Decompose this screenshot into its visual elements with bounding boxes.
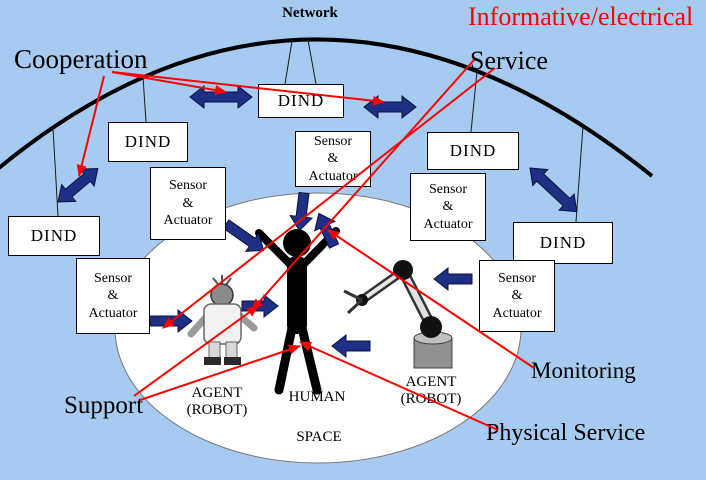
actuator-label: Actuator (88, 305, 138, 321)
amp-label: & (182, 195, 194, 211)
robot-head (210, 283, 234, 307)
sensor-label: Sensor (168, 178, 208, 194)
agent-right-line1: AGENT (405, 374, 457, 390)
agent-right-line2: (ROBOT) (400, 391, 462, 407)
amp-label: & (442, 199, 454, 215)
monitoring-label: Monitoring (531, 358, 636, 383)
support-label: Support (64, 392, 144, 419)
space-label: SPACE (296, 429, 342, 445)
sensor-label: Sensor (428, 181, 468, 197)
dind-node-center: DIND (258, 84, 344, 118)
arrow-dind-center-right (363, 94, 417, 120)
agent-left-line1: AGENT (191, 385, 243, 401)
connector-line (470, 70, 478, 133)
robot-leg (225, 341, 238, 360)
dind-label: DIND (449, 141, 497, 160)
dind-label: DIND (277, 91, 325, 110)
robot-foot (204, 357, 221, 365)
dind-node-far-right: DIND (513, 222, 613, 264)
sensor-actuator-node-center: Sensor & Actuator (295, 131, 371, 187)
robot-arm-joint (393, 260, 413, 280)
dind-node-far-left: DIND (8, 216, 100, 256)
dind-label: DIND (30, 226, 78, 245)
amp-label: & (327, 151, 339, 167)
actuator-label: Actuator (308, 168, 358, 184)
dind-node-left: DIND (108, 122, 188, 162)
connector-line (52, 127, 59, 217)
actuator-label: Actuator (492, 305, 542, 321)
human-label: HUMAN (288, 389, 346, 405)
cooperation-label: Cooperation (14, 44, 148, 74)
arrow-dind-right-farright (529, 167, 578, 213)
agent-left-line2: (ROBOT) (186, 402, 248, 418)
robot-foot (224, 357, 241, 365)
sensor-actuator-node-far-left: Sensor & Actuator (76, 258, 150, 334)
sensor-actuator-node-right: Sensor & Actuator (410, 173, 486, 241)
connector-line (284, 40, 293, 85)
connector-line (142, 76, 147, 123)
human-head (283, 229, 311, 257)
dind-label: DIND (124, 132, 172, 151)
service-label: Service (470, 46, 548, 75)
actuator-label: Actuator (163, 213, 213, 229)
connector-line (575, 125, 584, 223)
sensor-label: Sensor (497, 270, 537, 286)
sensor-label: Sensor (93, 270, 133, 286)
agent-right-label: AGENT (ROBOT) (390, 374, 472, 408)
amp-label: & (511, 288, 523, 304)
amp-label: & (107, 288, 119, 304)
sensor-actuator-node-far-right: Sensor & Actuator (479, 260, 555, 332)
physical-service-label: Physical Service (486, 420, 646, 446)
informative-electrical-label: Informative/electrical (468, 2, 694, 31)
robot-leg (208, 341, 221, 360)
dind-node-right: DIND (427, 132, 519, 170)
robot-arm-joint (420, 316, 442, 338)
arrow-dind-farleft-left (57, 168, 99, 203)
arrow-dind-left-center (189, 84, 253, 110)
dind-label: DIND (539, 233, 587, 252)
connector-line (307, 39, 317, 85)
robot-body (203, 303, 242, 345)
sensor-actuator-node-left: Sensor & Actuator (150, 167, 226, 240)
actuator-label: Actuator (423, 216, 473, 232)
agent-left-label: AGENT (ROBOT) (178, 385, 256, 419)
sensor-label: Sensor (313, 133, 353, 149)
network-label: Network (282, 5, 338, 21)
